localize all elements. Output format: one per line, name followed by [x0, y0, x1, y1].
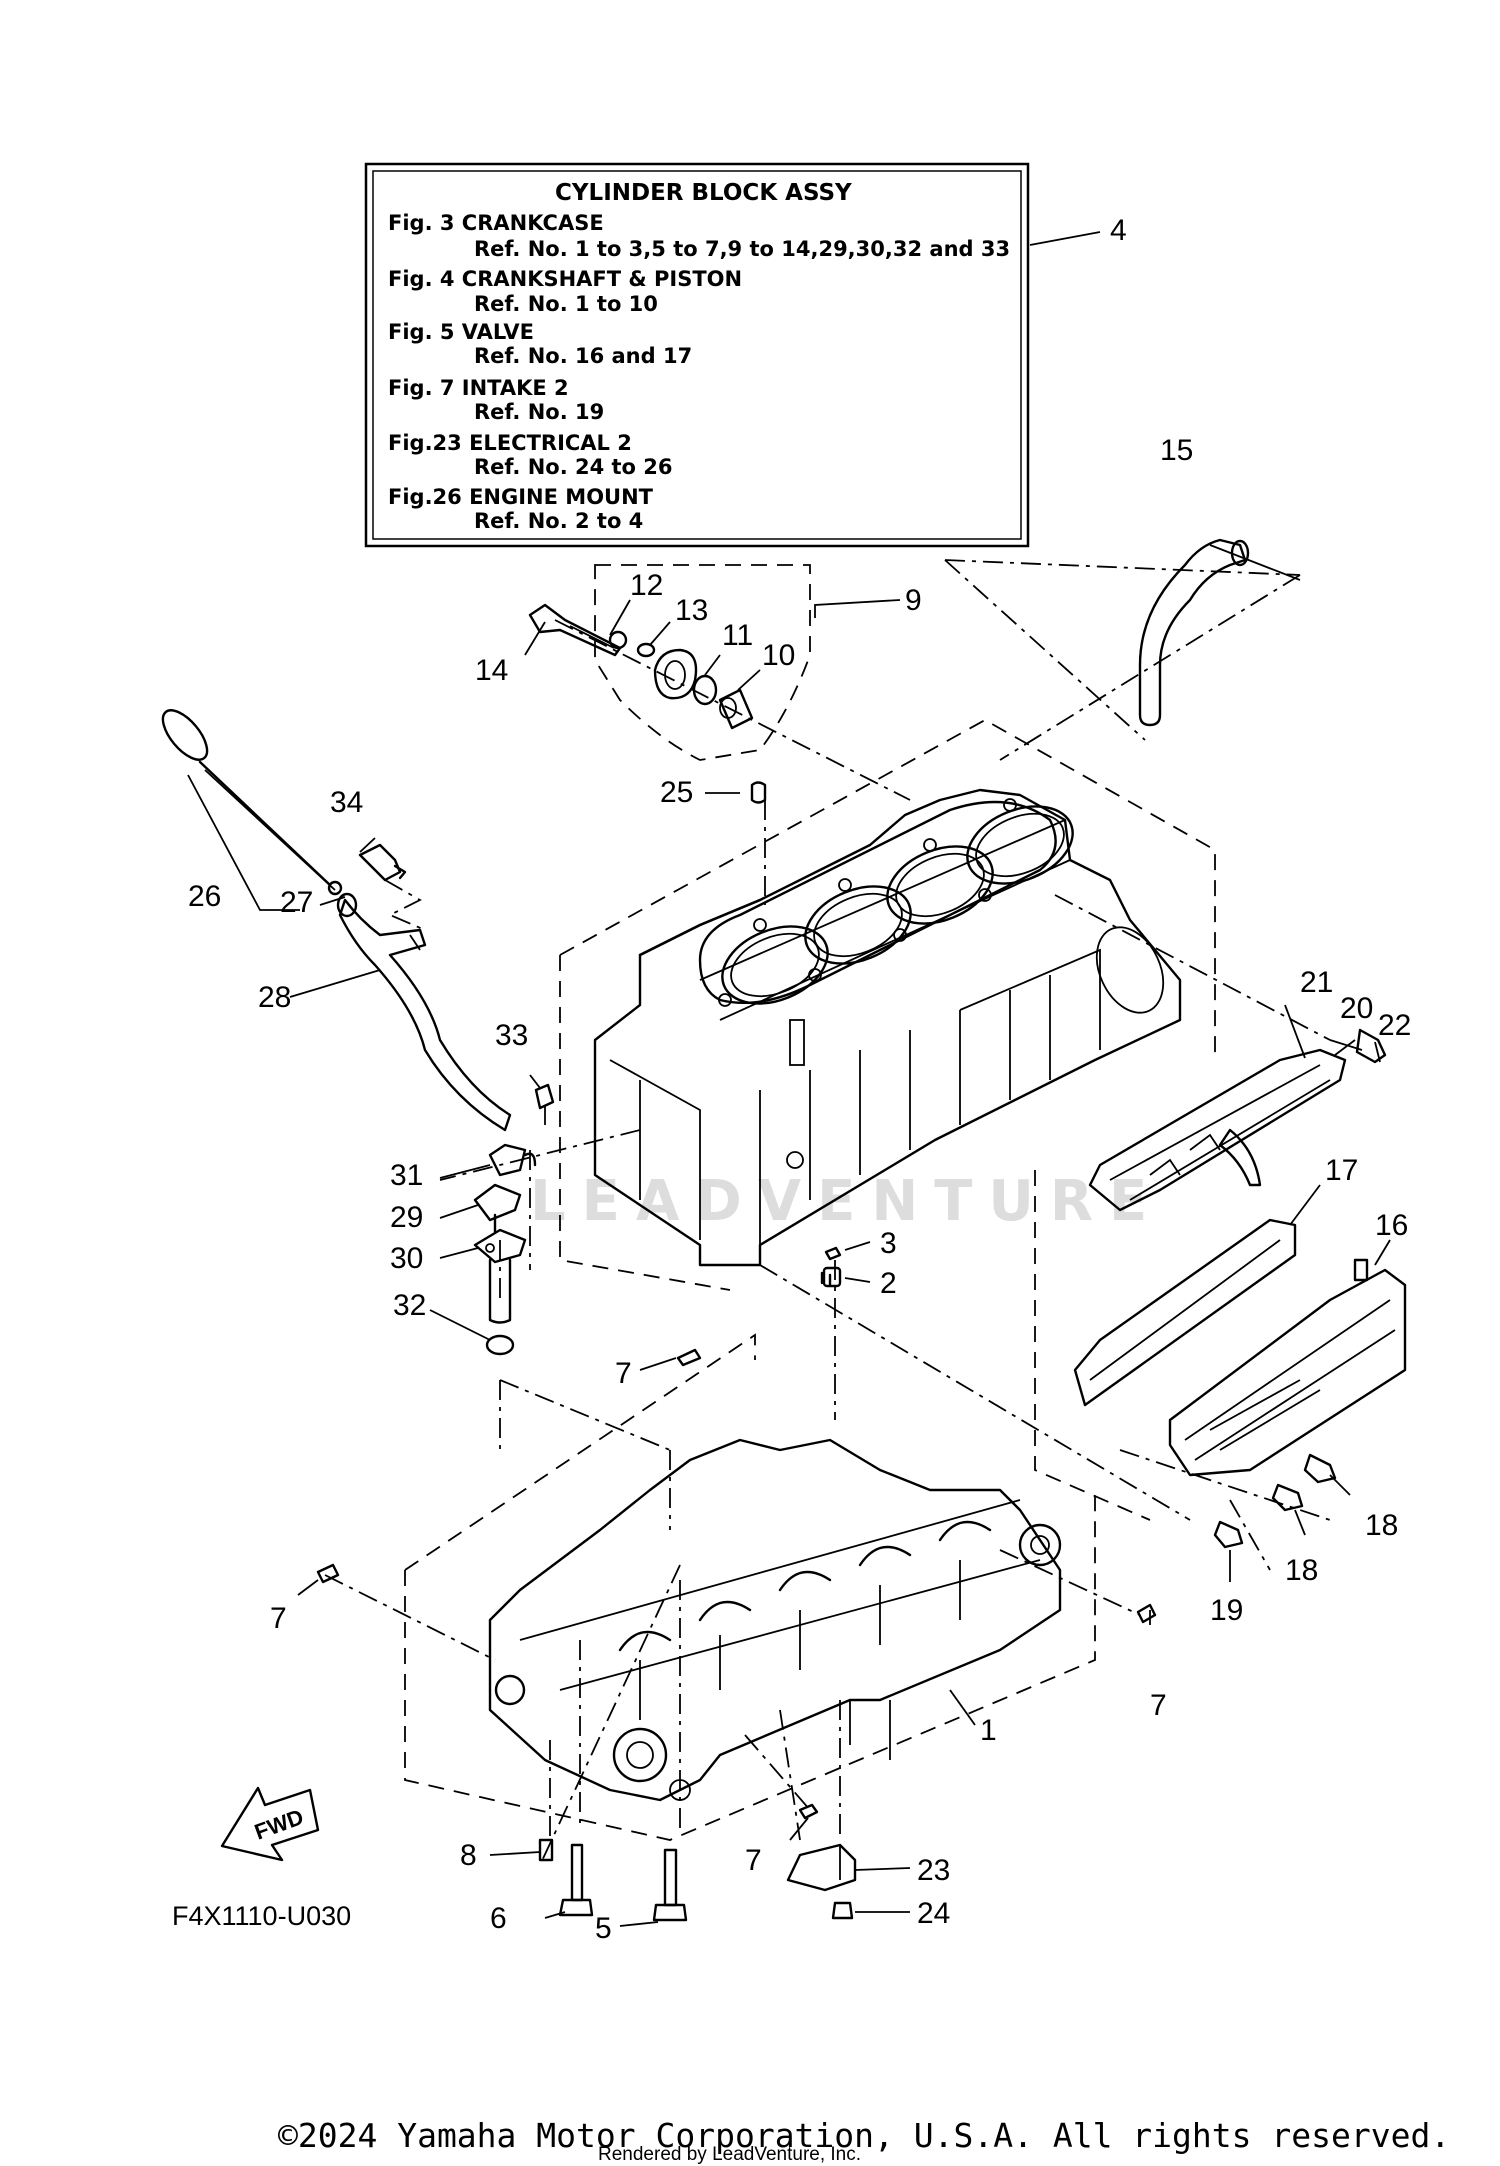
assembly-lines	[324, 559, 1331, 1866]
callout-28: 28	[258, 981, 291, 1014]
callout-27: 27	[280, 886, 313, 919]
callout-3: 3	[880, 1227, 897, 1260]
callout-31: 31	[390, 1159, 423, 1192]
crankcase	[488, 1438, 1062, 1802]
callout-25: 25	[660, 776, 693, 809]
callout-4: 4	[1110, 214, 1127, 247]
callout-8: 8	[460, 1839, 477, 1872]
callout-13: 13	[675, 594, 708, 627]
side-cover	[1073, 1218, 1407, 1477]
callout-5: 5	[595, 1912, 612, 1945]
callouts: 4 15 9 12 13 11 10 14 25 34 26 27 28 33 …	[188, 214, 1411, 1945]
callout-12: 12	[630, 569, 663, 602]
callout-16: 16	[1375, 1209, 1408, 1242]
title-box-line-8: Ref. No. 19	[474, 400, 604, 424]
callout-7-a: 7	[615, 1357, 632, 1390]
callout-7-b: 7	[270, 1602, 287, 1635]
callout-10: 10	[762, 639, 795, 672]
group-outlines	[404, 564, 1216, 1841]
title-box-line-2: Ref. No. 1 to 3,5 to 7,9 to 14,29,30,32 …	[474, 237, 1010, 261]
callout-33: 33	[495, 1019, 528, 1052]
callout-21: 21	[1300, 966, 1333, 999]
title-box: CYLINDER BLOCK ASSY Fig. 3 CRANKCASE Ref…	[364, 162, 1030, 548]
oil-pipe-parts	[473, 1083, 555, 1356]
callout-23: 23	[917, 1854, 950, 1887]
drawing-code: F4X1110-U030	[172, 1901, 351, 1931]
callout-15: 15	[1160, 434, 1193, 467]
leader-lines	[187, 231, 1391, 1927]
bracket	[786, 1843, 857, 1892]
cylinder-block	[593, 788, 1182, 1267]
callout-18-a: 18	[1365, 1509, 1398, 1542]
title-box-line-6: Ref. No. 16 and 17	[474, 344, 692, 368]
rendered-by-notice: Rendered by LeadVenture, Inc.	[598, 2144, 861, 2165]
title-box-line-3: Fig. 4 CRANKSHAFT & PISTON	[388, 267, 742, 291]
callout-32: 32	[393, 1289, 426, 1322]
callout-17: 17	[1325, 1154, 1358, 1187]
title-box-line-4: Ref. No. 1 to 10	[474, 292, 658, 316]
callout-22: 22	[1378, 1009, 1411, 1042]
title-box-line-5: Fig. 5 VALVE	[388, 320, 534, 344]
callout-34: 34	[330, 786, 363, 819]
callout-18-b: 18	[1285, 1554, 1318, 1587]
title-box-line-10: Ref. No. 24 to 26	[474, 455, 673, 479]
breather-hose	[1138, 538, 1301, 727]
callout-14: 14	[475, 654, 508, 687]
callout-9: 9	[905, 584, 922, 617]
callout-7-d: 7	[745, 1844, 762, 1877]
callout-6: 6	[490, 1902, 507, 1935]
callout-20: 20	[1340, 992, 1373, 1025]
intake-cover	[1088, 1048, 1347, 1212]
title-box-line-1: Fig. 3 CRANKCASE	[388, 211, 604, 235]
copyright-notice: ©2024 Yamaha Motor Corporation, U.S.A. A…	[278, 2116, 1450, 2155]
callout-24: 24	[917, 1897, 950, 1930]
fwd-arrow-icon: FWD	[220, 1786, 320, 1862]
dipstick-assembly	[161, 709, 512, 1132]
title-box-heading: CYLINDER BLOCK ASSY	[555, 180, 852, 206]
title-box-line-9: Fig.23 ELECTRICAL 2	[388, 431, 632, 455]
title-box-line-7: Fig. 7 INTAKE 2	[388, 376, 569, 400]
callout-7-c: 7	[1150, 1689, 1167, 1722]
callout-2: 2	[880, 1267, 897, 1300]
watermark: LEADVENTURE	[530, 1169, 1163, 1234]
callout-19: 19	[1210, 1594, 1243, 1627]
dowels	[316, 781, 1157, 1862]
title-box-line-11: Fig.26 ENGINE MOUNT	[388, 485, 654, 509]
fwd-label: FWD	[251, 1804, 307, 1845]
callout-30: 30	[390, 1242, 423, 1275]
title-box-line-12: Ref. No. 2 to 4	[474, 509, 643, 533]
callout-26: 26	[188, 880, 221, 913]
bolts	[558, 1028, 1387, 1922]
callout-1: 1	[980, 1714, 997, 1747]
breather-parts	[528, 603, 754, 730]
callout-11: 11	[722, 619, 753, 652]
callout-29: 29	[390, 1201, 423, 1234]
